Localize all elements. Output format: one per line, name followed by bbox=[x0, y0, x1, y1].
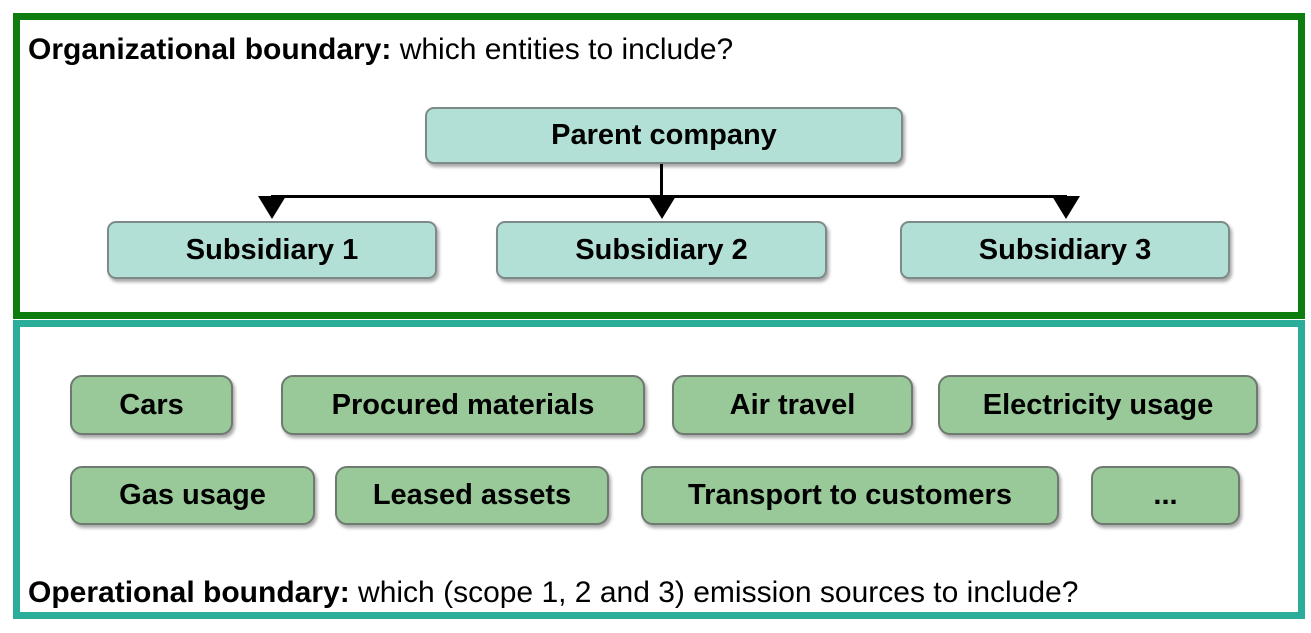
source-pill-leased-assets-label: Leased assets bbox=[372, 479, 572, 511]
source-pill-procured-materials-label: Procured materials bbox=[331, 388, 595, 421]
source-pill-gas-usage: Gas usage bbox=[70, 466, 315, 525]
subsidiary-2-label: Subsidiary 2 bbox=[575, 233, 748, 266]
source-pill-transport-to-customers: Transport to customers bbox=[641, 466, 1059, 525]
source-pill-procured-materials: Procured materials bbox=[281, 375, 645, 435]
organizational-boundary-title-bold: Organizational boundary: bbox=[28, 33, 392, 66]
operational-boundary-title-bold: Operational boundary: bbox=[28, 576, 350, 609]
source-pill-cars-label: Cars bbox=[119, 388, 184, 421]
source-pill-air-travel: Air travel bbox=[672, 375, 913, 435]
subsidiary-2-node: Subsidiary 2 bbox=[496, 221, 827, 279]
arrowhead-down-right-icon bbox=[1052, 196, 1080, 219]
connector-vertical-line bbox=[660, 164, 663, 198]
organizational-boundary-title-rest: which entities to include? bbox=[391, 33, 734, 66]
operational-boundary-title: Operational boundary: which (scope 1, 2 … bbox=[28, 576, 1078, 610]
source-pill-ellipsis: ... bbox=[1091, 466, 1240, 525]
subsidiary-1-label: Subsidiary 1 bbox=[185, 233, 359, 266]
source-pill-gas-usage-label: Gas usage bbox=[119, 479, 266, 511]
source-pill-air-travel-label: Air travel bbox=[729, 388, 856, 421]
organizational-boundary-title: Organizational boundary: which entities … bbox=[28, 33, 733, 67]
subsidiary-1-node: Subsidiary 1 bbox=[107, 221, 437, 279]
source-pill-cars: Cars bbox=[70, 375, 233, 435]
source-pill-ellipsis-label: ... bbox=[1153, 479, 1178, 511]
source-pill-electricity-usage: Electricity usage bbox=[938, 375, 1258, 435]
source-pill-leased-assets: Leased assets bbox=[335, 466, 609, 525]
parent-company-label: Parent company bbox=[551, 119, 777, 151]
operational-boundary-title-rest: which (scope 1, 2 and 3) emission source… bbox=[349, 576, 1079, 609]
source-pill-electricity-usage-label: Electricity usage bbox=[982, 388, 1214, 421]
arrowhead-down-center-icon bbox=[648, 196, 676, 219]
parent-company-node: Parent company bbox=[425, 107, 903, 164]
source-pill-transport-to-customers-label: Transport to customers bbox=[688, 479, 1012, 511]
arrowhead-down-left-icon bbox=[258, 196, 286, 219]
subsidiary-3-label: Subsidiary 3 bbox=[978, 233, 1152, 266]
subsidiary-3-node: Subsidiary 3 bbox=[900, 221, 1230, 279]
